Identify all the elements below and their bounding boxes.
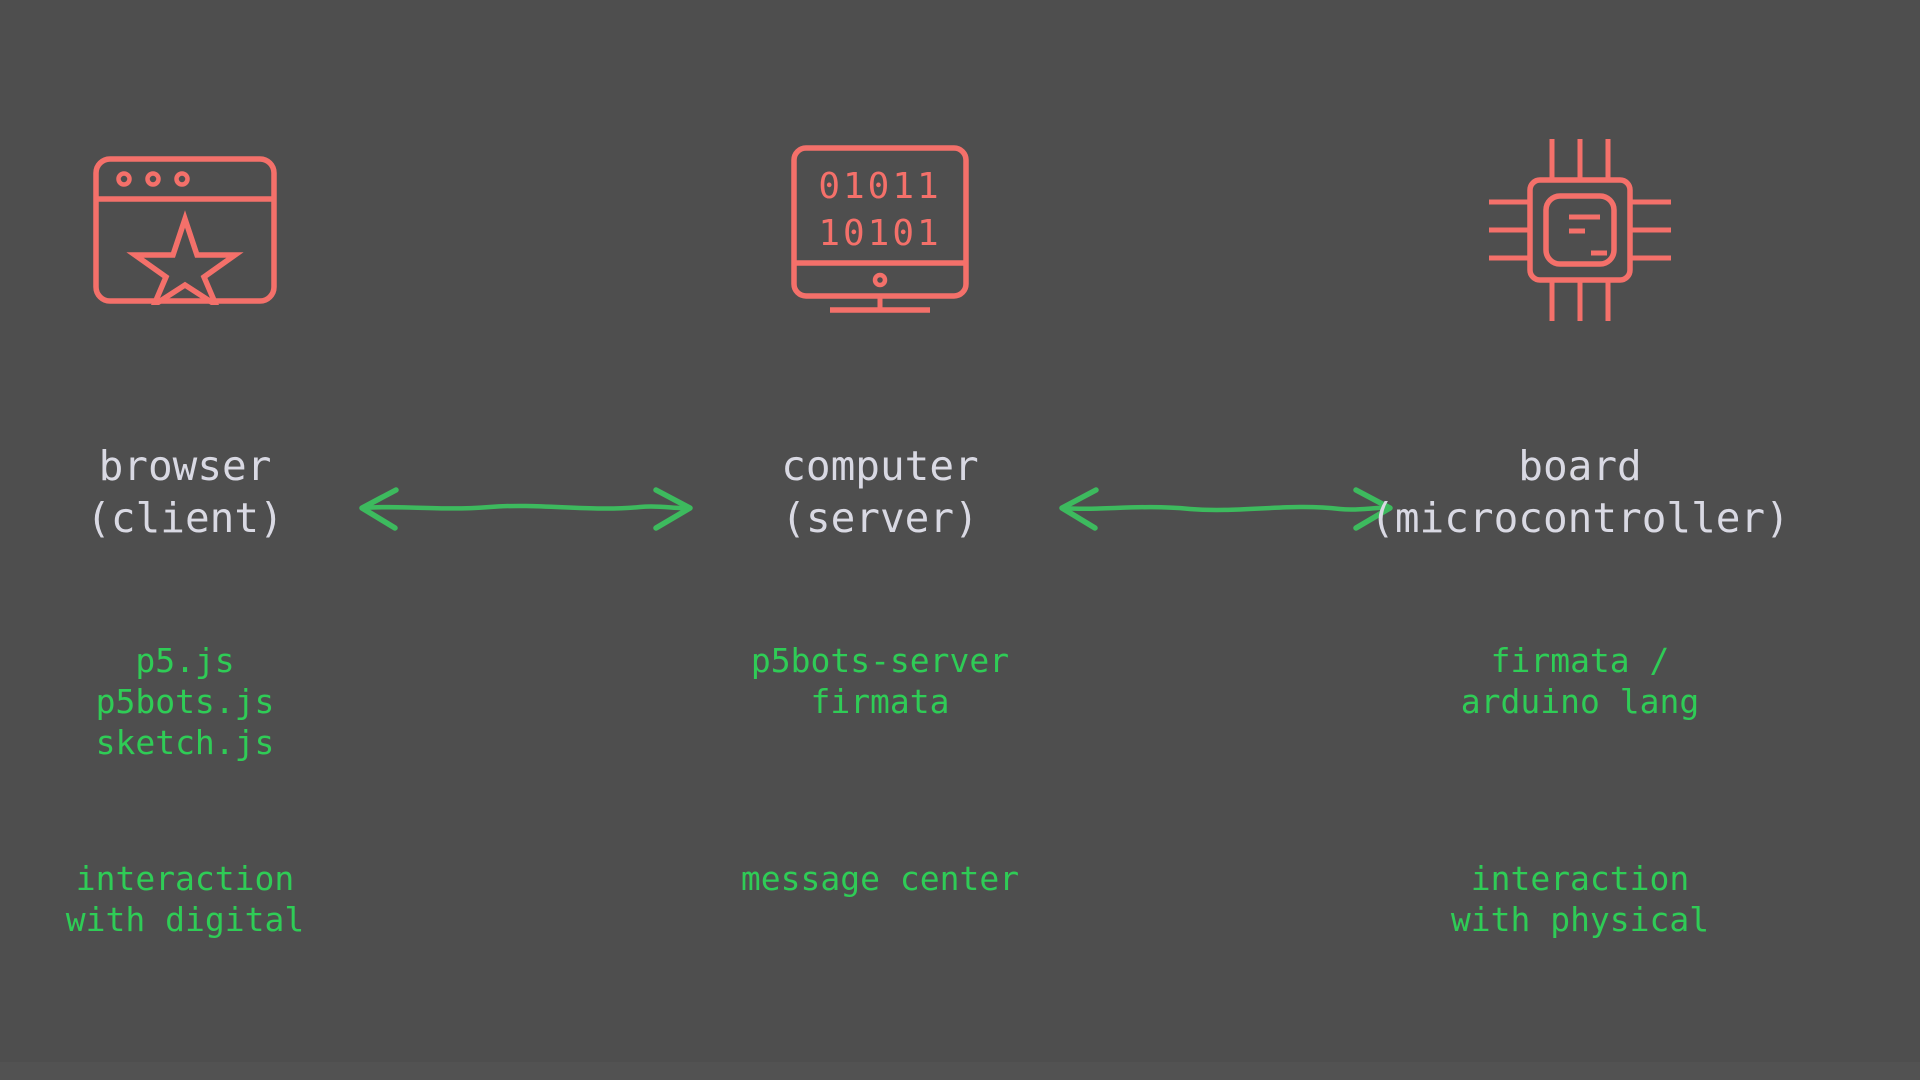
column-libs-browser: p5.js p5bots.js sketch.js <box>95 641 275 762</box>
connector-computer-board <box>1040 478 1410 538</box>
monitor-binary-row-top: 01011 <box>818 166 941 207</box>
column-libs-board: firmata / arduino lang <box>1460 641 1700 721</box>
column-libs-computer: p5bots-server firmata <box>750 641 1010 721</box>
column-role-computer: message center <box>740 859 1020 898</box>
browser-window-star-icon <box>93 156 277 305</box>
column-title-computer: computer (server) <box>781 442 979 542</box>
monitor-binary-icon-wrap: 01011 10101 <box>620 130 1140 330</box>
browser-window-star-icon-wrap <box>0 130 445 330</box>
column-computer: 01011 10101 computer (server) p5bots-ser… <box>620 0 1140 1080</box>
bottom-band <box>0 1062 1920 1080</box>
column-role-board: interaction with physical <box>1450 859 1710 939</box>
column-title-browser: browser (client) <box>86 442 284 542</box>
column-browser: browser (client) p5.js p5bots.js sketch.… <box>0 0 445 1080</box>
column-title-board: board (microcontroller) <box>1370 442 1790 542</box>
double-arrow-icon <box>359 487 693 531</box>
monitor-binary-row-bottom: 10101 <box>818 213 941 254</box>
microchip-icon <box>1489 139 1671 321</box>
monitor-binary-icon: 01011 10101 <box>791 145 969 313</box>
double-arrow-icon <box>1059 487 1393 531</box>
microchip-icon-wrap <box>1320 130 1840 330</box>
column-board: board (microcontroller) firmata / arduin… <box>1320 0 1840 1080</box>
column-role-browser: interaction with digital <box>65 859 305 939</box>
connector-browser-computer <box>340 478 710 538</box>
